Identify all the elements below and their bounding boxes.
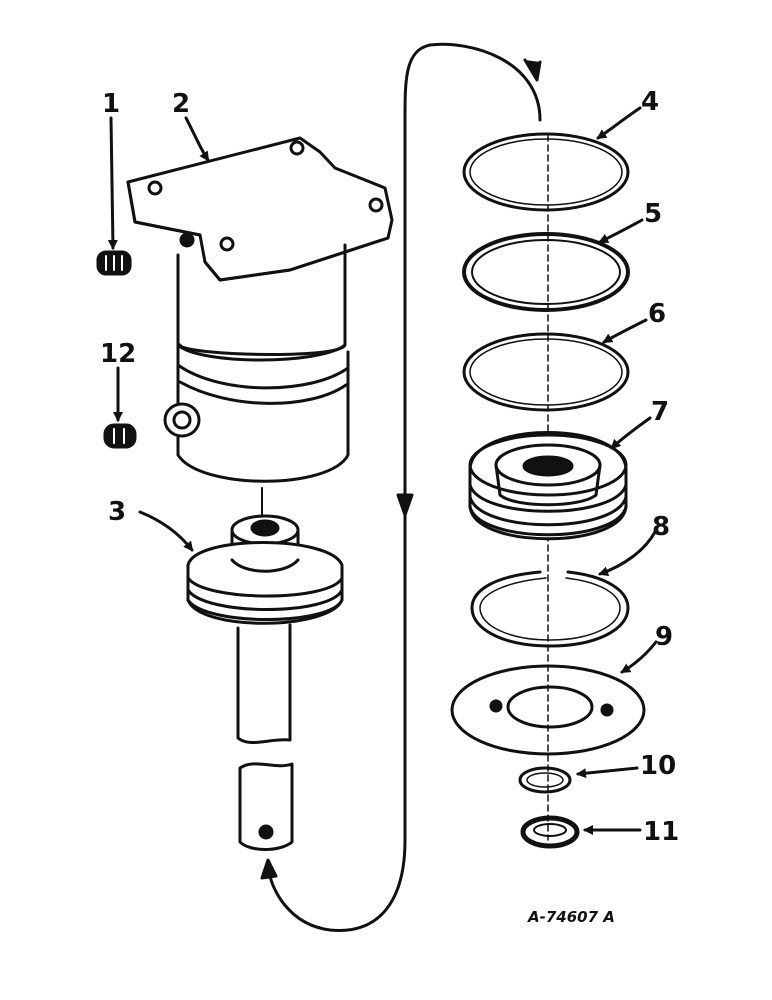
callout-11: 11 <box>643 817 679 847</box>
flow-arrow-bottom <box>260 858 278 880</box>
leader-line-8 <box>598 530 657 576</box>
callout-8: 8 <box>652 512 670 542</box>
callout-3: 3 <box>108 497 126 527</box>
rod-end <box>238 762 294 851</box>
gland-bore <box>522 455 574 477</box>
callout-12: 12 <box>100 339 136 369</box>
cylinder-body <box>163 243 350 483</box>
gland-part-7 <box>468 431 628 541</box>
leader-line-1 <box>107 116 118 250</box>
flange-bolt-hole <box>147 180 163 196</box>
assembly-flow-line <box>266 42 542 932</box>
callout-7: 7 <box>651 397 669 427</box>
cylinder-port <box>163 402 201 438</box>
backup-ring-part-5 <box>462 232 630 312</box>
flange-bolt-hole <box>289 140 305 156</box>
housing-bracket <box>126 136 394 282</box>
leader-line-2 <box>184 116 210 162</box>
flow-arrow-top <box>523 58 542 82</box>
callout-5: 5 <box>644 199 662 229</box>
snap-ring-inner-edge <box>479 577 621 641</box>
flange-bolt-hole <box>368 197 384 213</box>
leader-line-7 <box>610 416 652 450</box>
housing-port <box>179 232 195 248</box>
callout-4: 4 <box>641 87 659 117</box>
snap-ring-part-8 <box>470 570 630 648</box>
callout-6: 6 <box>648 299 666 329</box>
callout-10: 10 <box>640 751 676 781</box>
fitting-part-1 <box>96 250 132 276</box>
leader-line-10 <box>576 766 639 779</box>
piston-assembly <box>186 487 344 851</box>
ring-part-6 <box>462 332 630 412</box>
plug-part-12 <box>103 423 137 449</box>
leader-line-4 <box>596 106 642 140</box>
leader-line-3 <box>138 510 194 552</box>
o-ring-part-4 <box>462 132 630 212</box>
flange-bolt-hole <box>219 236 235 252</box>
figure-reference-id: A-74607 A <box>527 908 615 926</box>
cylinder-band <box>176 363 350 390</box>
leader-line-5 <box>598 218 644 244</box>
plate-part-9 <box>450 664 646 756</box>
flow-arrow-middle <box>396 493 414 517</box>
leader-line-9 <box>620 640 658 674</box>
seal-part-11 <box>520 815 580 849</box>
callout-1: 1 <box>102 89 120 119</box>
callout-9: 9 <box>655 622 673 652</box>
washer-part-10 <box>518 766 572 794</box>
callout-2: 2 <box>172 89 190 119</box>
leader-line-6 <box>602 318 648 344</box>
piston-rod <box>236 623 292 744</box>
